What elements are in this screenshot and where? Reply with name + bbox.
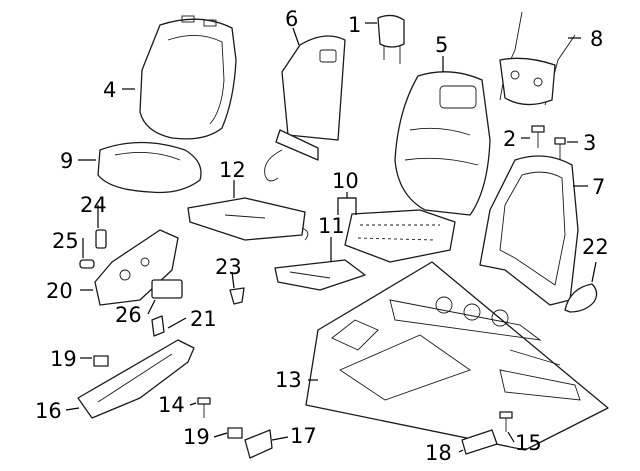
- wire-harness-part: [499, 11, 576, 106]
- headrest-part: [377, 14, 405, 64]
- end-cap-part: [244, 429, 273, 459]
- callout-labels: 1 2 3 4 5 6 7 8 9 10 11 12 13 14 15 16 1…: [35, 7, 609, 465]
- callout-1: 1: [348, 13, 361, 37]
- seatback-cover-part: [139, 15, 237, 140]
- callout-7: 7: [592, 175, 605, 199]
- callout-2: 2: [503, 127, 516, 151]
- callout-20: 20: [46, 279, 73, 303]
- leader-lines: [65, 22, 597, 453]
- cushion-cover-part: [97, 141, 202, 194]
- callout-16: 16: [35, 399, 62, 423]
- pad-part-19a: [93, 355, 109, 367]
- seatback-panel-part: [264, 35, 346, 182]
- callout-5: 5: [435, 33, 448, 57]
- bolt-part-14: [197, 397, 211, 418]
- callout-19-lower: 19: [183, 425, 210, 449]
- callout-11: 11: [318, 214, 345, 238]
- side-shield-part: [94, 229, 179, 306]
- callout-17: 17: [290, 424, 317, 448]
- bracket-part-18: [461, 429, 498, 455]
- pad-part-19b: [227, 427, 243, 439]
- callout-25: 25: [52, 229, 79, 253]
- callout-4: 4: [103, 78, 116, 102]
- clip-part-21: [151, 315, 165, 337]
- callout-21: 21: [190, 307, 217, 331]
- bolt-part-2: [531, 125, 545, 148]
- switch-part-24: [95, 229, 107, 249]
- callout-24: 24: [80, 193, 107, 217]
- bolt-part-15: [499, 411, 513, 432]
- trim-piece-part: [564, 283, 598, 313]
- seat-track-assembly-part: [305, 261, 609, 451]
- callout-12: 12: [219, 158, 246, 182]
- clip-part-23: [229, 287, 245, 305]
- callout-9: 9: [60, 149, 73, 173]
- callout-3: 3: [583, 131, 596, 155]
- callout-22: 22: [582, 235, 609, 259]
- callout-6: 6: [285, 7, 298, 31]
- switch-module-part-26: [151, 279, 183, 299]
- knob-part-25: [79, 259, 95, 269]
- seatback-foam-part: [394, 71, 491, 216]
- cushion-pan-part: [274, 259, 366, 291]
- callout-13: 13: [275, 368, 302, 392]
- callout-18: 18: [425, 441, 452, 465]
- callout-8: 8: [590, 27, 603, 51]
- bolt-part-3: [554, 137, 566, 160]
- callout-23: 23: [215, 255, 242, 279]
- callout-15: 15: [515, 431, 542, 455]
- callout-14: 14: [158, 393, 185, 417]
- callout-19-upper: 19: [50, 347, 77, 371]
- seatback-frame-part: [479, 155, 579, 306]
- cushion-pad-part: [187, 197, 309, 241]
- callout-10: 10: [332, 169, 359, 193]
- cushion-foam-part: [344, 209, 456, 263]
- track-cover-part: [77, 339, 195, 419]
- callout-26: 26: [115, 303, 142, 327]
